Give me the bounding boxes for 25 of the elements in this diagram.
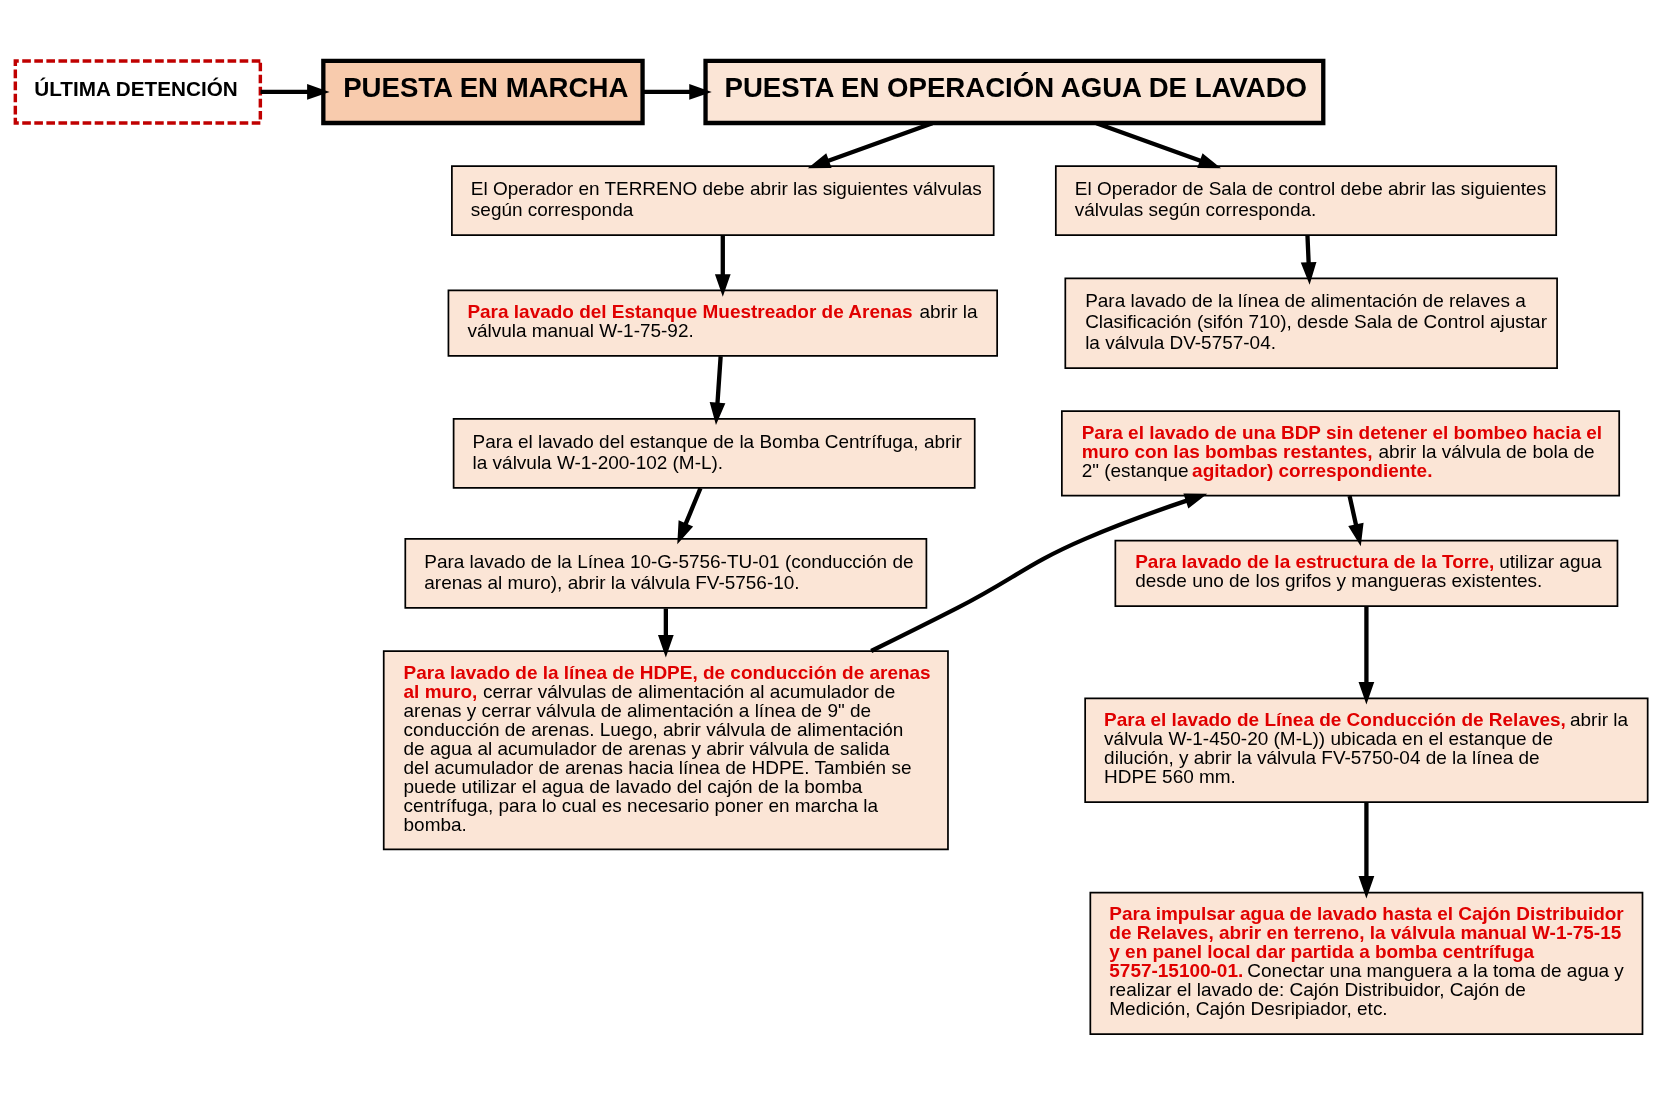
arrow [1347,495,1364,547]
node-box: Para lavado de la estructura de la Torre, utilizar agua desde uno de los grifos y mangueras existentes. [1114,539,1619,608]
node-box: PUESTA EN OPERACIÓN AGUA DE LAVADO [703,58,1326,126]
node-box: ÚLTIMA DETENCIÓN [13,59,263,125]
node-box: El Operador en TERRENO debe abrir las siguientes válvulas según corresponda [451,165,995,237]
arrow [658,608,674,658]
node-box: Para lavado de la Línea 10-G-5756-TU-01 (conducción de arenas al muro), abrir la válvula FV-5756-10. [404,538,928,609]
arrow [642,84,712,100]
node-box: Para lavado del Estanque Muestreador de Arenas abrir la válvula manual W-1-75-92. [447,289,998,357]
arrow [1358,802,1375,899]
node-box: PUESTA EN MARCHA [321,58,645,126]
node-box: Para lavado de la línea de HDPE, de conducción de arenas al muro, cerrar válvulas de alimentación al acumulador de arenas y cerrar válvula de alimentación a línea de 9" de conducción de arenas. Luego, abrir válvula de alimentación de agua al acumulador de arenas y abrir válvula de salida del acumulador de arenas hacia línea de HDPE. También se puede utilizar el agua de lavado del cajón de la bomba centrífuga, para lo cual es necesario poner en marcha la bomba. [382,650,949,851]
arrow [260,84,330,100]
node-box: Para el lavado del estanque de la Bomba Centrífuga, abrir la válvula W-1-200-102 (M-L). [452,418,976,489]
node-box: Para el lavado de Línea de Conducción de Relaves, abrir la válvula W-1-450-20 (M-L)) ubicada en el estanque de dilución, y abrir la válvula FV-5750-04 de la línea de HDPE 560 mm. [1084,697,1649,803]
node-box: Para lavado de la línea de alimentación de relaves a Clasificación (sifón 710), desde Sala de Control ajustar la válvula DV-5757-04. [1064,277,1558,369]
arrow [677,487,703,545]
node-box: El Operador de Sala de control debe abrir las siguientes válvulas según corresponda. [1054,165,1558,237]
node-box: Para el lavado de una BDP sin detener el bombeo hacia el muro con las bombas restantes, abrir la válvula de bola de 2" (estanque agitador) correspondiente. [1061,410,1621,497]
arrow [870,493,1208,653]
arrow [709,356,726,426]
arrow [1300,235,1317,285]
node-box: Para impulsar agua de lavado hasta el Cajón Distribuidor de Relaves, abrir en terreno, la válvula manual W-1-75-15 y en panel local dar partida a bomba centrífuga 5757-15100-01. Conectar una manguera a la toma de agua y realizar el lavado de: Cajón Distribuidor, Cajón de Medición, Cajón Desripiador, etc. [1089,891,1644,1035]
arrow [714,235,731,297]
arrow [1358,606,1375,705]
